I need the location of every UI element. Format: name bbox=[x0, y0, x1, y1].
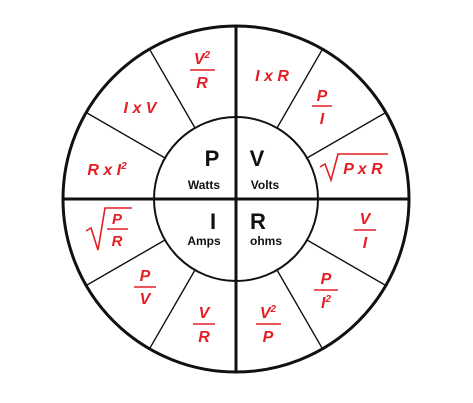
superscript: 2 bbox=[120, 161, 127, 172]
fraction-denominator: R bbox=[198, 329, 210, 346]
formula-p-over-i: P I bbox=[312, 88, 332, 128]
current-symbol: I bbox=[210, 209, 216, 234]
voltage-unit: Volts bbox=[251, 178, 280, 192]
sector-divider bbox=[148, 48, 196, 129]
formula-base: R x I bbox=[87, 162, 121, 179]
power-quadrant-label: P Watts bbox=[188, 146, 221, 192]
radicand: P x R bbox=[343, 161, 383, 178]
fraction-numerator: V bbox=[194, 51, 206, 68]
fraction-denominator: I2 bbox=[321, 294, 331, 312]
fraction-denominator: I bbox=[320, 111, 325, 128]
formula-i-times-r: I x R bbox=[255, 68, 289, 85]
fraction-denominator: R bbox=[196, 75, 208, 92]
fraction-numerator: P bbox=[140, 268, 151, 285]
fraction-numerator: P bbox=[317, 88, 328, 105]
fraction-numerator: V bbox=[199, 305, 211, 322]
sector-divider bbox=[276, 269, 324, 350]
power-symbol: P bbox=[205, 146, 220, 171]
sector-divider bbox=[306, 239, 387, 287]
sector-divider bbox=[85, 111, 166, 159]
fraction-denominator: V bbox=[140, 291, 152, 308]
fraction-numerator: P bbox=[321, 271, 332, 288]
voltage-quadrant-label: V Volts bbox=[250, 146, 280, 192]
formula-i-times-v: I x V bbox=[124, 100, 158, 117]
sector-divider bbox=[148, 269, 196, 350]
sector-divider bbox=[306, 111, 387, 159]
voltage-symbol: V bbox=[250, 146, 265, 171]
resistance-symbol: R bbox=[250, 209, 266, 234]
svg-text:V2: V2 bbox=[194, 50, 211, 68]
current-unit: Amps bbox=[187, 234, 221, 248]
superscript: 2 bbox=[204, 50, 211, 61]
fraction-denominator: R bbox=[112, 233, 123, 250]
fraction-numerator: P bbox=[112, 211, 123, 228]
formula-sqrt-p-times-r: P x R bbox=[319, 153, 388, 183]
formula-p-over-v: P V bbox=[134, 268, 156, 308]
sector-divider bbox=[85, 239, 166, 287]
formula-v-squared-over-p: V2 P bbox=[256, 304, 281, 346]
superscript: 2 bbox=[270, 304, 277, 315]
power-unit: Watts bbox=[188, 178, 221, 192]
formula-v-over-i: V I bbox=[354, 211, 376, 252]
radical-sign bbox=[85, 207, 132, 251]
fraction-numerator: V bbox=[360, 211, 372, 228]
resistance-quadrant-label: R ohms bbox=[250, 209, 282, 248]
sector-divider bbox=[276, 48, 324, 129]
formula-sqrt-p-over-r: P R bbox=[85, 207, 132, 251]
fraction-numerator: V bbox=[260, 305, 272, 322]
current-quadrant-label: I Amps bbox=[187, 209, 221, 248]
fraction-denominator: P bbox=[263, 329, 274, 346]
fraction-numerator-group: V2 bbox=[260, 304, 277, 322]
radical-sign bbox=[319, 153, 388, 183]
formula-r-times-i-squared: R x I2 bbox=[87, 161, 127, 179]
formula-p-over-i-squared: P I2 bbox=[314, 271, 338, 312]
resistance-unit: ohms bbox=[250, 234, 282, 248]
formula-v-over-r: V R bbox=[193, 305, 215, 346]
denominator-base: I bbox=[321, 295, 326, 312]
fraction-denominator: I bbox=[363, 235, 368, 252]
formula-v-squared-over-r: V2 R bbox=[190, 50, 215, 92]
superscript: 2 bbox=[324, 294, 331, 305]
